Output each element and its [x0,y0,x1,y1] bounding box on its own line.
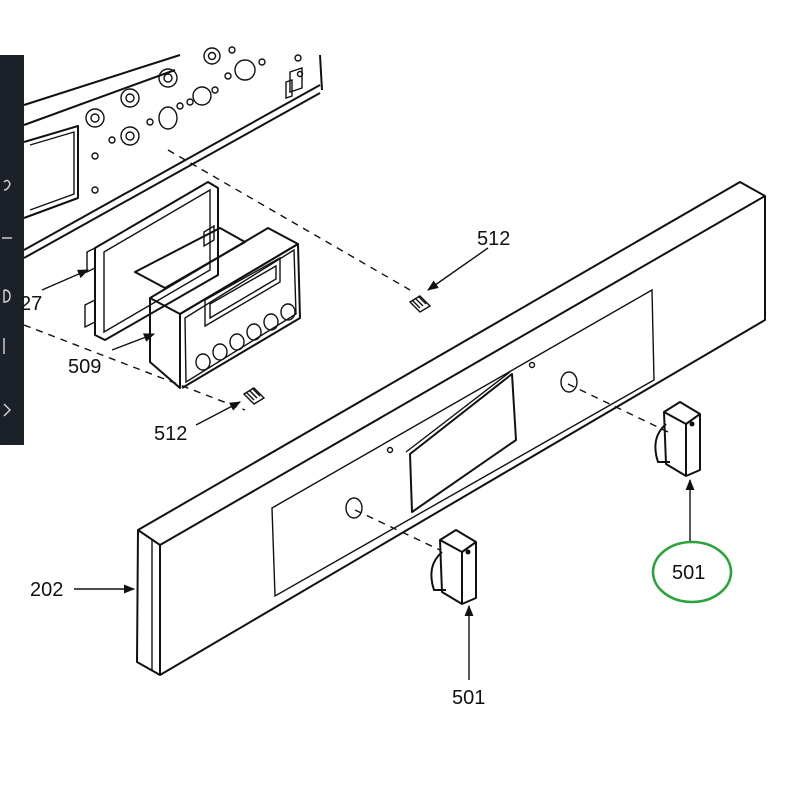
rear-chassis [23,54,323,259]
knob-left-501 [430,529,477,605]
label-display-module: 509 [68,356,101,378]
mounting-bracket [84,181,219,341]
control-panel-202 [136,181,766,676]
label-panel: 202 [30,579,63,601]
alignment-lines [23,149,669,551]
label-screw-bottom: 512 [154,423,187,445]
left-edge-strip [0,55,24,445]
label-knob-left: 501 [452,687,485,709]
knob-right-501 [654,401,701,477]
edge-strip-glyphs [2,179,12,417]
screw-top-512 [408,295,432,313]
label-screw-top: 512 [477,228,510,250]
label-bracket: 27 [20,293,42,315]
screw-bottom-512 [242,387,266,405]
display-module-509 [134,227,301,389]
label-knob-right: 501 [672,562,705,584]
chassis-holes [85,46,304,194]
leader-lines [41,247,695,680]
highlight-circle [651,540,733,604]
